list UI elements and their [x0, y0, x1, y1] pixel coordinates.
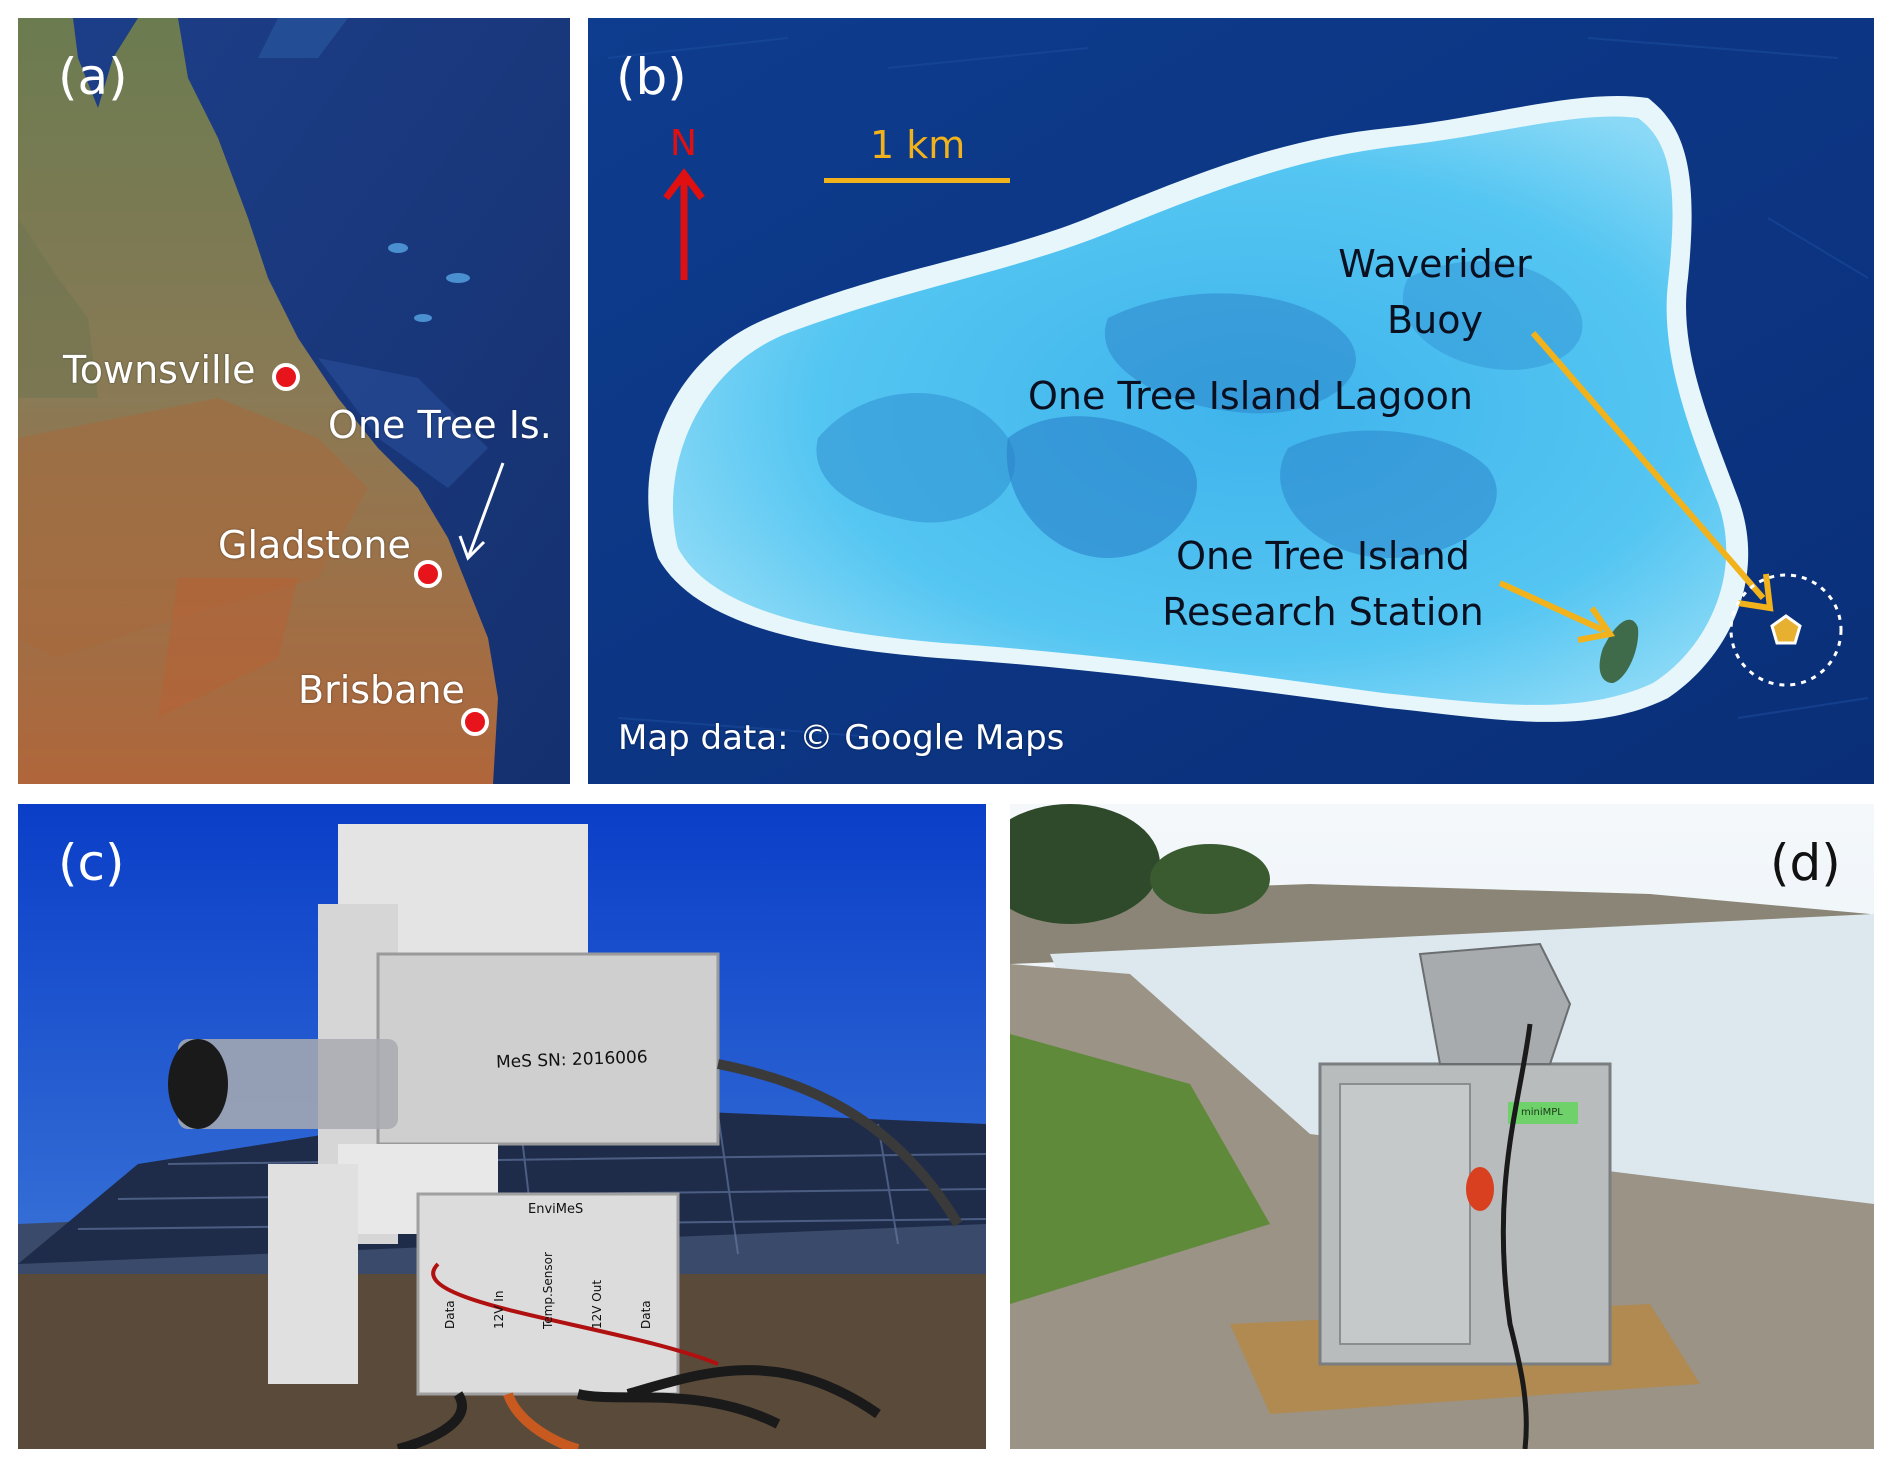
port-label: Data [639, 1300, 653, 1329]
pointer-arrow [458, 462, 505, 561]
city-marker-gladstone [414, 560, 442, 588]
map-credit: Map data: © Google Maps [618, 718, 1065, 758]
buoy-marker-icon [1770, 614, 1802, 645]
buoy-label-line2: Buoy [1387, 298, 1483, 342]
buoy-zone-circle [1729, 573, 1843, 687]
panel-c-instrument-photo: (c) MeS SN: 2016006 EnviMeS Data 12V In … [18, 804, 986, 1449]
panel-label-d: (d) [1770, 834, 1841, 892]
port-label: Temp.Sensor [541, 1252, 555, 1329]
panel-label-c: (c) [58, 834, 125, 892]
north-arrow-icon [663, 168, 705, 280]
buoy-label: Waverider Buoy [1310, 236, 1560, 348]
city-marker-brisbane [461, 708, 489, 736]
brand-text: EnviMeS [528, 1202, 584, 1217]
place-label-one-tree: One Tree Is. [328, 403, 552, 447]
port-label: 12V In [492, 1290, 506, 1329]
station-label-line1: One Tree Island [1176, 534, 1470, 578]
annotation-arrows [1498, 331, 1843, 687]
place-label-gladstone: Gladstone [218, 523, 411, 567]
reef-satellite-image [588, 18, 1874, 784]
buoy-label-line1: Waverider [1338, 242, 1532, 286]
panel-d-lidar-photo: (d) miniMPL [1010, 804, 1874, 1449]
scale-bar-label: 1 km [870, 123, 966, 167]
city-marker-townsville [272, 363, 300, 391]
north-label: N [670, 123, 697, 164]
regional-satellite-image [18, 18, 570, 784]
scale-bar [824, 178, 1010, 183]
panel-a-regional-map: (a) Townsville One Tree Is. Gladstone Br… [18, 18, 570, 784]
panel-label-a: (a) [58, 48, 128, 106]
place-label-townsville: Townsville [63, 348, 256, 392]
lagoon-label: One Tree Island Lagoon [1028, 374, 1473, 418]
station-label: One Tree Island Research Station [1158, 528, 1488, 640]
port-labels: Data 12V In Temp.Sensor 12V Out Data [443, 1252, 653, 1329]
port-label: Data [443, 1300, 457, 1329]
lidar-photo-image [1010, 804, 1874, 1449]
place-label-brisbane: Brisbane [298, 668, 465, 712]
instrument-sticker-text: miniMPL [1521, 1107, 1563, 1118]
port-label: 12V Out [590, 1279, 604, 1329]
panel-label-b: (b) [616, 48, 687, 106]
island-shape [1599, 619, 1639, 683]
panel-b-reef-map: (b) N 1 km One Tree Island Lagoon Waveri… [588, 18, 1874, 784]
station-label-line2: Research Station [1162, 590, 1484, 634]
instrument-photo-image [18, 804, 986, 1449]
